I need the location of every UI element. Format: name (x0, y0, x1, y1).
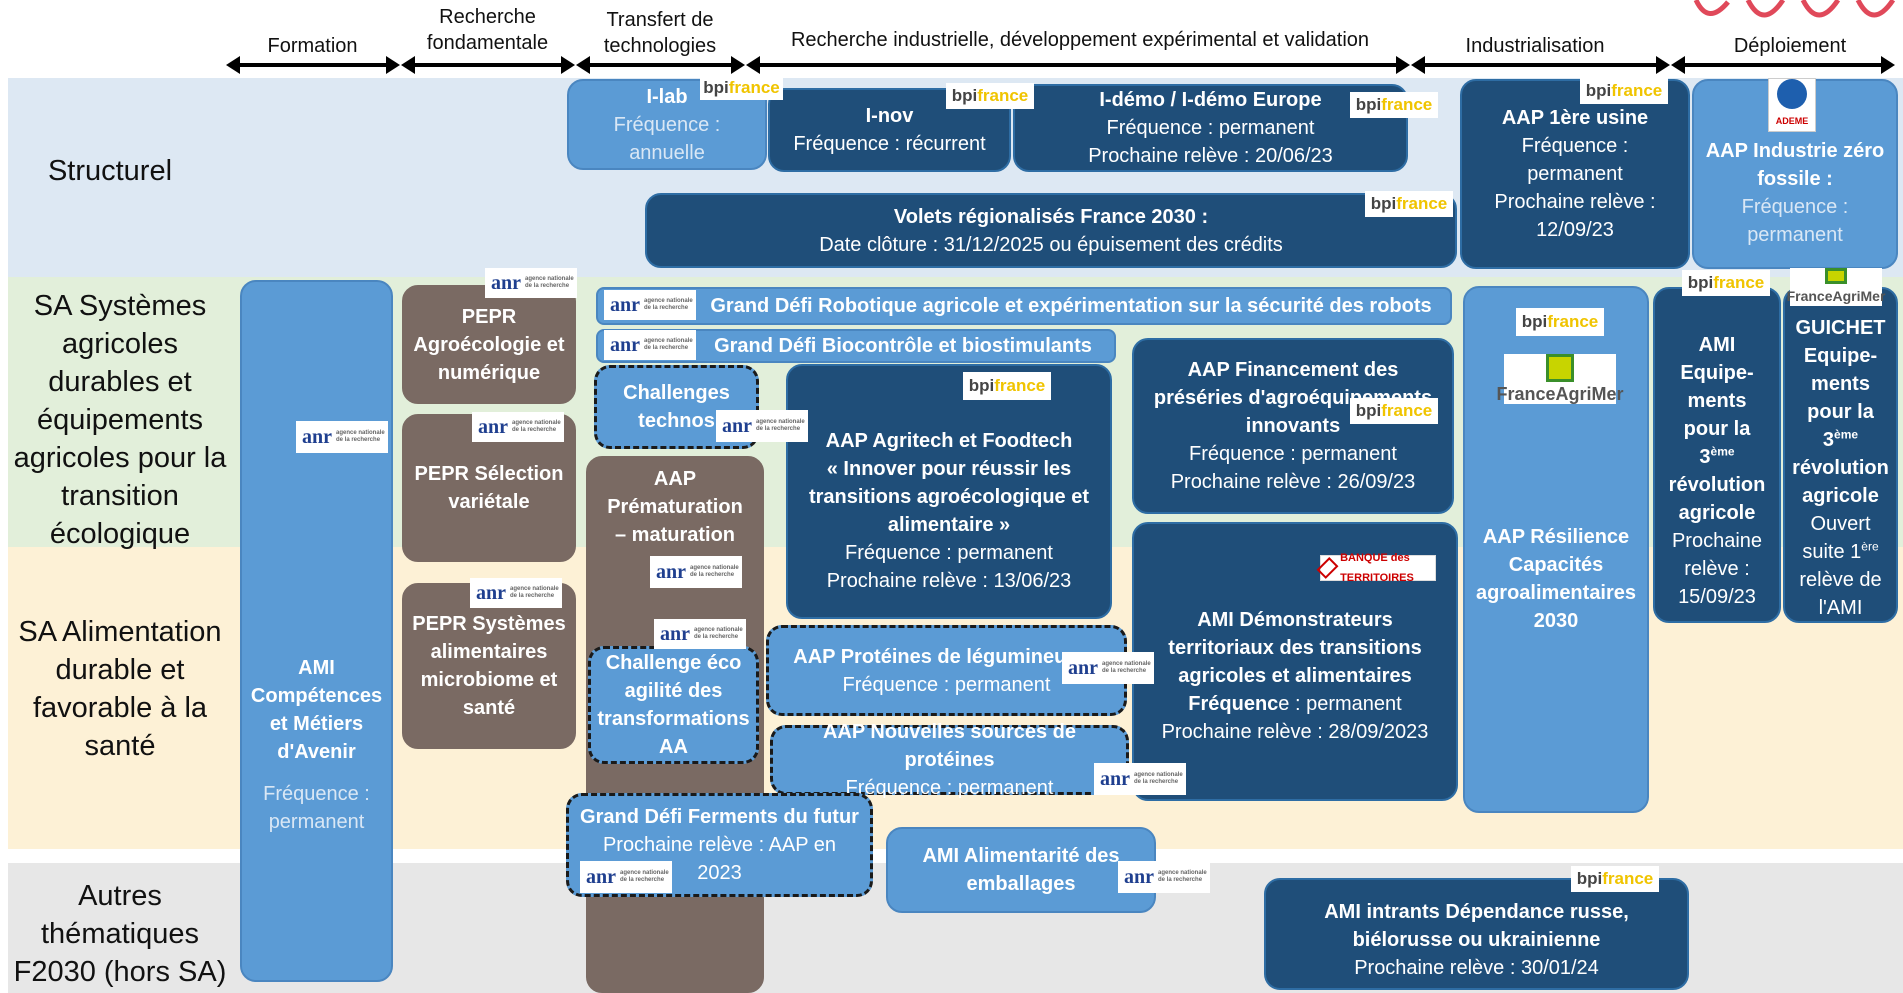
ademe-logo: ADEME (1768, 78, 1816, 132)
franceagrimer-logo: FranceAgriMer (1496, 354, 1624, 404)
box-grand-defi-robotique[interactable]: Grand Défi Robotique agricole et expérim… (596, 287, 1452, 325)
header-deploiement: Déploiement (1733, 35, 1847, 57)
arrow-formation (226, 56, 400, 74)
arrow-deploiement (1671, 56, 1895, 74)
box-ami-competences[interactable]: AMI Compétences et Métiers d'Avenir Fréq… (240, 280, 393, 982)
row-label-autres: Autres thématiques F2030 (hors SA) (13, 880, 227, 988)
franceagrimer-logo: FranceAgriMer (1787, 268, 1885, 306)
box-aap-agritech[interactable]: AAP Agritech et Foodtech « Innover pour … (786, 364, 1112, 619)
row-label-sa-systemes: SA Systèmes agricoles durables et équipe… (13, 290, 227, 550)
header-recherche-industrielle: Recherche industrielle, développement ex… (790, 29, 1370, 51)
box-aap-proteines-legumineuses[interactable]: AAP Protéines de légumineuses Fréquence … (766, 625, 1127, 716)
header-transfert: Transfert de technologies (603, 9, 717, 57)
box-i-lab[interactable]: I-lab Fréquence : annuelle (567, 79, 767, 170)
box-challenges-technos[interactable]: Challenges technos (594, 365, 759, 449)
france-2030-logo (1693, 0, 1896, 18)
arrow-recherche (401, 56, 575, 74)
box-pepr-selection[interactable]: PEPR Sélection variétale (402, 414, 576, 562)
box-pepr-systemes[interactable]: PEPR Systèmes alimentaires microbiome et… (402, 583, 576, 749)
box-pepr-agroecologie[interactable]: PEPR Agroécologie et numérique (402, 285, 576, 404)
row-label-sa-alimentation: SA Alimentation durable et favorable à l… (18, 616, 222, 762)
arrow-transfert (576, 56, 745, 74)
arrow-industrielle (746, 56, 1410, 74)
box-ami-intrants[interactable]: AMI intrants Dépendance russe, biéloruss… (1264, 878, 1689, 990)
box-ami-alimentarite-emballages[interactable]: AMI Alimentarité des emballages (886, 827, 1156, 913)
box-ami-equipements[interactable]: AMI Equipe- ments pour la 3ème révolutio… (1653, 287, 1781, 623)
header-formation: Formation (267, 35, 358, 57)
box-volets-regionalises[interactable]: Volets régionalisés France 2030 : Date c… (645, 193, 1457, 268)
row-label-structurel: Structurel (47, 155, 173, 187)
box-challenge-eco-agilite[interactable]: Challenge éco agilité des transformation… (588, 646, 759, 764)
box-guichet-equipements[interactable]: GUICHET Equipe- ments pour la 3ème révol… (1783, 287, 1898, 623)
header-recherche-fondamentale: Recherche fondamentale (426, 6, 549, 54)
banque-des-territoires-logo: BANQUE des TERRITOIRES (1316, 552, 1436, 584)
header-industrialisation: Industrialisation (1465, 35, 1605, 57)
box-aap-nouvelles-proteines[interactable]: AAP Nouvelles sources de protéines Fréqu… (770, 721, 1129, 799)
box-i-demo[interactable]: I-démo / I-démo Europe Fréquence : perma… (1013, 84, 1408, 172)
arrow-industrialisation (1411, 56, 1670, 74)
box-aap-preseries[interactable]: AAP Financement des préséries d'agroéqui… (1132, 338, 1454, 514)
box-aap-1ere-usine[interactable]: AAP 1ère usine Fréquence : permanent Pro… (1460, 79, 1690, 269)
